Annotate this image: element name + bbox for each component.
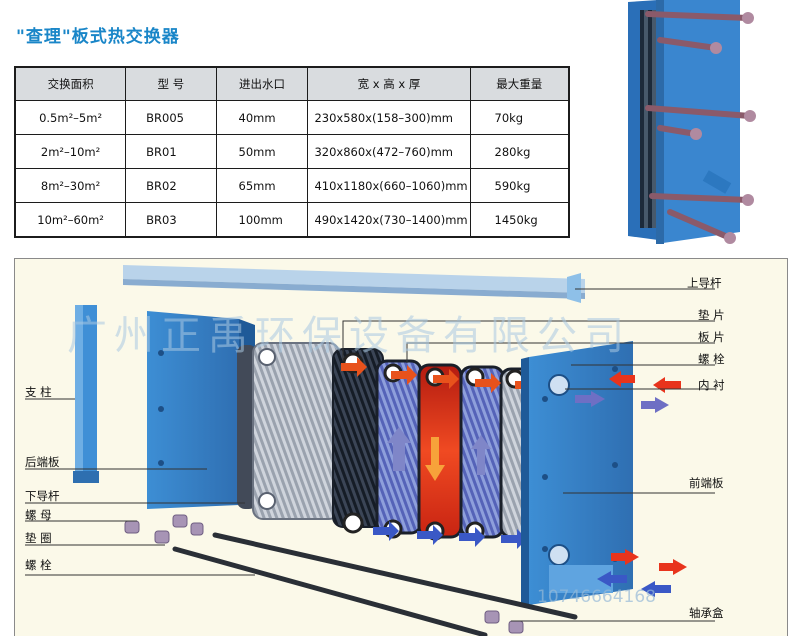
table-row: 8m²–30m² BR02 65mm 410x1180x(660–1060)mm… (14, 168, 570, 203)
cell-area: 0.5m²–5m² (14, 100, 127, 135)
cell-port: 40mm (215, 100, 309, 135)
cell-model: BR005 (125, 100, 217, 135)
col-header-port: 进出水口 (215, 67, 309, 101)
cell-size: 490x1420x(730–1400)mm (307, 202, 471, 238)
cell-area: 10m²–60m² (14, 202, 127, 238)
cell-weight: 1450kg (469, 202, 570, 238)
cell-area: 8m²–30m² (14, 168, 127, 203)
cell-size: 410x1180x(660–1060)mm (307, 168, 471, 203)
label-upper-guide: 上导杆 (687, 276, 722, 290)
label-rear-plate: 后端板 (25, 455, 60, 469)
label-bolt-left: 螺 栓 (25, 558, 52, 572)
cell-model: BR01 (125, 134, 217, 169)
label-washer: 垫 圈 (25, 531, 52, 545)
cell-port: 50mm (215, 134, 309, 169)
table-row: 2m²–10m² BR01 50mm 320x860x(472–760)mm 2… (14, 134, 570, 169)
label-bearing-box: 轴承盒 (689, 606, 724, 620)
label-bolt-right: 螺 栓 (698, 352, 725, 366)
cell-area: 2m²–10m² (14, 134, 127, 169)
cell-port: 100mm (215, 202, 309, 238)
cell-weight: 280kg (469, 134, 570, 169)
col-header-size: 宽 x 高 x 厚 (307, 67, 471, 101)
cell-model: BR03 (125, 202, 217, 238)
page-title: "查理"板式热交换器 (16, 27, 180, 47)
label-column: 支 柱 (25, 385, 52, 399)
watermark-phone: 10746664168 (537, 587, 656, 607)
label-gasket: 垫 片 (698, 308, 725, 322)
col-header-model: 型 号 (125, 67, 217, 101)
cell-port: 65mm (215, 168, 309, 203)
watermark: 广州正禹环保设备有限公司 (67, 313, 631, 359)
table-row: 0.5m²–5m² BR005 40mm 230x580x(158–300)mm… (14, 100, 570, 135)
cell-size: 230x580x(158–300)mm (307, 100, 471, 135)
diagram-drawing (25, 265, 715, 636)
label-lower-guide: 下导杆 (25, 489, 60, 503)
product-photo (600, 0, 800, 256)
label-front-plate: 前端板 (689, 476, 724, 490)
col-header-area: 交换面积 (14, 67, 127, 101)
table-row: 10m²–60m² BR03 100mm 490x1420x(730–1400)… (14, 202, 570, 238)
table-header-row: 交换面积 型 号 进出水口 宽 x 高 x 厚 最大重量 (14, 67, 570, 101)
cell-model: BR02 (125, 168, 217, 203)
exploded-diagram: 广州正禹环保设备有限公司 10746664168 上导杆 垫 片 板 片 螺 栓… (14, 258, 788, 636)
label-lining: 内 衬 (698, 378, 725, 392)
cell-weight: 70kg (469, 100, 570, 135)
label-nut: 螺 母 (25, 508, 52, 522)
cell-weight: 590kg (469, 168, 570, 203)
cell-size: 320x860x(472–760)mm (307, 134, 471, 169)
label-plate: 板 片 (698, 330, 725, 344)
col-header-weight: 最大重量 (469, 67, 570, 101)
spec-table: 交换面积 型 号 进出水口 宽 x 高 x 厚 最大重量 0.5m²–5m² B… (14, 66, 570, 238)
